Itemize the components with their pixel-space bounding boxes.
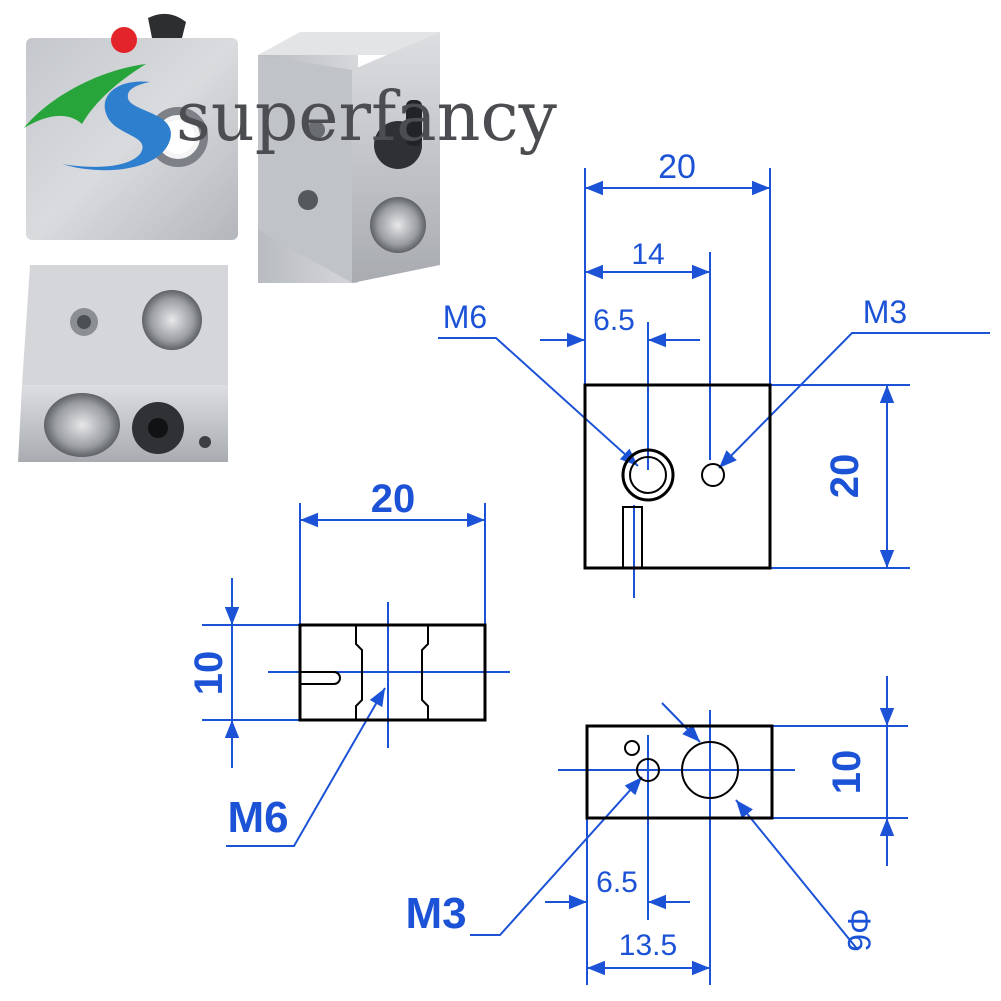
side-view-drawing xyxy=(438,168,990,598)
dim-side-m6-offset: 6.5 xyxy=(593,304,635,337)
side-view-labels: 20 14 6.5 M6 M3 20 xyxy=(443,148,907,498)
label-bottom-m3: M3 xyxy=(405,889,466,938)
dim-side-width: 20 xyxy=(658,148,696,186)
photo-top-view xyxy=(18,265,228,462)
logo-blue-swoosh xyxy=(62,81,171,171)
label-front-m6: M6 xyxy=(227,793,288,842)
label-side-m6: M6 xyxy=(443,299,487,335)
photo-iso-view xyxy=(258,32,440,283)
dim-bottom-offset-small: 6.5 xyxy=(596,866,638,899)
dim-bottom-offset-large: 13.5 xyxy=(619,929,677,962)
dim-front-height: 10 xyxy=(187,651,231,696)
logo-green-swoosh xyxy=(24,64,146,128)
dim-bottom-diameter: Φ6 xyxy=(841,908,877,951)
bottom-view-drawing xyxy=(470,676,908,985)
dim-side-height: 20 xyxy=(823,454,867,499)
logo-wordmark: superfancy xyxy=(176,78,558,157)
dim-front-width: 20 xyxy=(371,477,416,521)
bottom-view-labels: 10 M3 6.5 13.5 Φ6 xyxy=(405,750,877,962)
front-view-labels: 20 10 M6 xyxy=(187,477,415,842)
front-view-outline xyxy=(298,623,487,722)
side-view-outline xyxy=(583,383,772,570)
brand-logo: superfancy xyxy=(24,27,558,171)
dim-side-m3-offset: 14 xyxy=(631,238,664,271)
logo-red-dot xyxy=(111,27,137,53)
label-side-m3: M3 xyxy=(863,294,907,330)
bottom-view-outline xyxy=(585,724,774,820)
dim-bottom-height: 10 xyxy=(825,750,869,795)
